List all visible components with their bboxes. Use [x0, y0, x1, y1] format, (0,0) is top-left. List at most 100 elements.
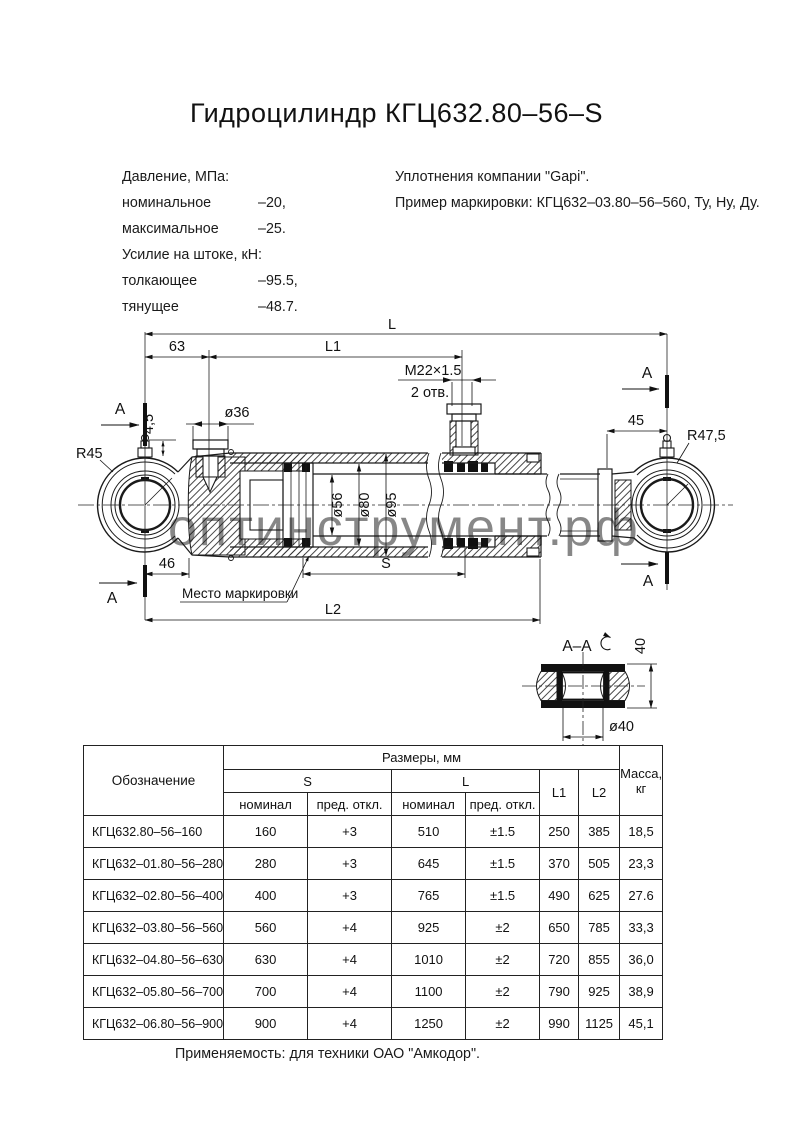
cell-designation: КГЦ632–03.80–56–560 [82, 911, 225, 944]
watermark: оптинструмент.рф [168, 499, 640, 557]
cell-l2: 1125 [578, 1007, 621, 1040]
right-eye [631, 433, 716, 553]
table-row: КГЦ632–01.80–56–280 280 +3 645 ±1.5 370 … [82, 847, 664, 880]
cell-l1: 720 [539, 943, 580, 976]
cell-l-nom: 510 [391, 815, 467, 848]
dim-dia40: ø40 [609, 719, 634, 735]
dim-L1: L1 [325, 339, 341, 355]
cell-s-nom: 560 [223, 911, 309, 944]
dim-M22: M22×1.5 [405, 363, 462, 379]
section-label-a: A [115, 401, 126, 418]
table-row: КГЦ632–04.80–56–630 630 +4 1010 ±2 720 8… [82, 943, 664, 976]
col-header-l2: L2 [578, 769, 621, 816]
mass-line2: кг [635, 780, 647, 796]
cell-l2: 505 [578, 847, 621, 880]
dim-dia80: ø80 [357, 493, 373, 518]
cell-s-nom: 160 [223, 815, 309, 848]
page-title: Гидроцилиндр КГЦ632.80–56–S [189, 98, 603, 128]
cell-l2: 785 [578, 911, 621, 944]
mass-line1: Масса, [620, 765, 663, 781]
spec-label: Давление, МПа: [122, 169, 230, 185]
col-header-l-dev: пред. откл. [465, 792, 541, 816]
seal-note: Уплотнения компании "Gapi". [395, 169, 590, 185]
table-row: КГЦ632.80–56–160 160 +3 510 ±1.5 250 385… [82, 815, 664, 848]
cell-mass: 45,1 [619, 1007, 664, 1040]
cell-l-dev: ±2 [465, 1007, 541, 1040]
col-header-designation: Обозначение [82, 745, 225, 816]
table-row: КГЦ632–06.80–56–900 900 +4 1250 ±2 990 1… [82, 1007, 664, 1040]
seal-specs: Уплотнения компании "Gapi". Пример марки… [395, 164, 760, 216]
cell-mass: 18,5 [619, 815, 664, 848]
cell-l1: 490 [539, 879, 580, 912]
spec-label: номинальное [122, 195, 212, 211]
spec-value: –95.5, [258, 273, 298, 289]
col-header-l1: L1 [539, 769, 580, 816]
cell-mass: 23,3 [619, 847, 664, 880]
spec-value: –20, [258, 195, 286, 211]
section-label-a: A [107, 590, 118, 607]
col-header-sizes: Размеры, мм [223, 745, 621, 770]
dim-dia36: ø36 [225, 405, 250, 421]
cell-l1: 990 [539, 1007, 580, 1040]
marking-example: Пример маркировки: КГЦ632–03.80–56–560, … [395, 195, 760, 211]
cell-s-nom: 400 [223, 879, 309, 912]
cell-s-dev: +3 [307, 879, 393, 912]
section-label-a: A [642, 365, 653, 382]
col-header-mass: Масса, кг [619, 745, 664, 816]
dim-R45: R45 [76, 446, 103, 462]
col-header-s: S [223, 769, 393, 793]
cell-l-dev: ±1.5 [465, 847, 541, 880]
cell-mass: 33,3 [619, 911, 664, 944]
spec-value: –48.7. [258, 299, 298, 315]
spec-value: –25. [258, 221, 286, 237]
cell-designation: КГЦ632–06.80–56–900 [82, 1007, 225, 1040]
dimensions-table: Обозначение Размеры, мм Масса, кг S L L1… [82, 745, 664, 1040]
cell-l1: 250 [539, 815, 580, 848]
left-eye [96, 433, 180, 553]
marking-label: Место маркировки [182, 586, 298, 601]
cell-s-dev: +4 [307, 943, 393, 976]
cell-s-dev: +4 [307, 911, 393, 944]
col-header-l: L [391, 769, 541, 793]
cell-l-nom: 645 [391, 847, 467, 880]
cell-l-nom: 925 [391, 911, 467, 944]
dimension-labels: L 63 L1 M22×1.5 2 отв. A A A A 4,5 ø36 4… [76, 317, 726, 618]
cell-s-dev: +4 [307, 975, 393, 1008]
cell-designation: КГЦ632.80–56–160 [82, 815, 225, 848]
dimensions [99, 331, 690, 624]
table-row: КГЦ632–03.80–56–560 560 +4 925 ±2 650 78… [82, 911, 664, 944]
col-header-l-nominal: номинал [391, 792, 467, 816]
cell-l2: 625 [578, 879, 621, 912]
spec-label: максимальное [122, 221, 219, 237]
cell-mass: 27.6 [619, 879, 664, 912]
dim-dia56: ø56 [330, 493, 346, 518]
cell-l1: 790 [539, 975, 580, 1008]
applicability-note: Применяемость: для техники ОАО "Амкодор"… [175, 1046, 481, 1062]
pressure-specs: Давление, МПа: номинальное –20, максималь… [122, 164, 298, 320]
cell-s-dev: +4 [307, 1007, 393, 1040]
cell-s-nom: 700 [223, 975, 309, 1008]
dim-40: 40 [633, 638, 649, 654]
section-view-label: A–A [562, 638, 592, 655]
cell-l-dev: ±2 [465, 911, 541, 944]
centerlines [78, 332, 733, 620]
spec-label: тянущее [122, 299, 179, 315]
dim-S: S [381, 556, 391, 572]
cell-l1: 370 [539, 847, 580, 880]
col-header-s-dev: пред. откл. [307, 792, 393, 816]
section-cut-marks [143, 375, 669, 597]
dim-R475: R47,5 [687, 428, 726, 444]
dim-dia95: ø95 [384, 493, 400, 518]
cell-l2: 385 [578, 815, 621, 848]
dim-L: L [388, 317, 396, 333]
cell-designation: КГЦ632–01.80–56–280 [82, 847, 225, 880]
cell-l-dev: ±1.5 [465, 879, 541, 912]
dim-L2: L2 [325, 602, 341, 618]
col-header-s-nominal: номинал [223, 792, 309, 816]
cell-s-dev: +3 [307, 815, 393, 848]
cell-l-dev: ±2 [465, 943, 541, 976]
cell-designation: КГЦ632–04.80–56–630 [82, 943, 225, 976]
dim-4-5: 4,5 [141, 414, 157, 434]
